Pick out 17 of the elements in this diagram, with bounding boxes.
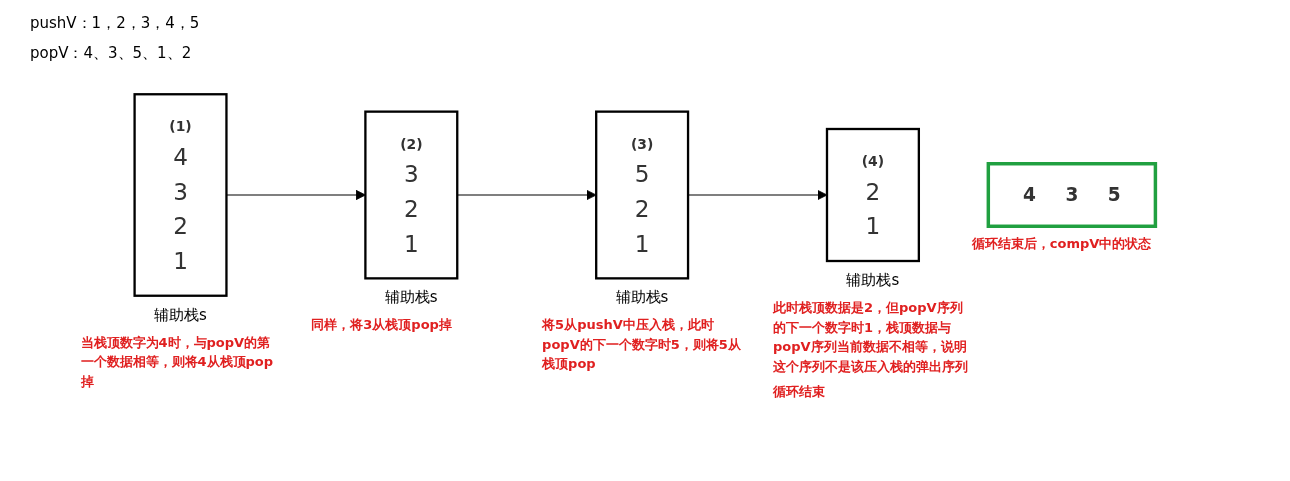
node-box: 4 3 5 (986, 162, 1158, 228)
node-box: (3) 5 2 1 (595, 110, 690, 280)
note-text: 当栈顶数字为4时，与popV的第一个数据相等，则将4从栈顶pop掉 (80, 333, 275, 391)
note-text: 循环结束 (772, 383, 826, 401)
node-box: (2) 3 2 1 (364, 110, 459, 280)
node-box: (1) 4 3 2 1 (133, 93, 228, 297)
sequence-text: popV：4、3、5、1、2 (30, 43, 193, 64)
note-text: 循环结束后，compV中的状态 (971, 235, 1153, 254)
stack-caption: 辅助栈s (846, 270, 900, 291)
note-text: 此时栈顶数据是2，但popV序列的下一个数字时1，栈顶数据与popV序列当前数据不相等，说明这个序列不是该压入栈的弹出序列 (772, 299, 969, 376)
stack-caption: 辅助栈s (154, 304, 207, 326)
node-box: (4) 2 1 (825, 127, 920, 263)
stack-caption: 辅助栈s (384, 287, 438, 309)
sequence-text: pushV：1，2，3，4，5 (30, 13, 200, 34)
stack-caption: 辅助栈s (615, 287, 669, 309)
note-text: 同样，将3从栈顶pop掉 (311, 316, 453, 335)
note-text: 将5从pushV中压入栈，此时popV的下一个数字时5，则将5从栈顶pop (542, 316, 742, 374)
